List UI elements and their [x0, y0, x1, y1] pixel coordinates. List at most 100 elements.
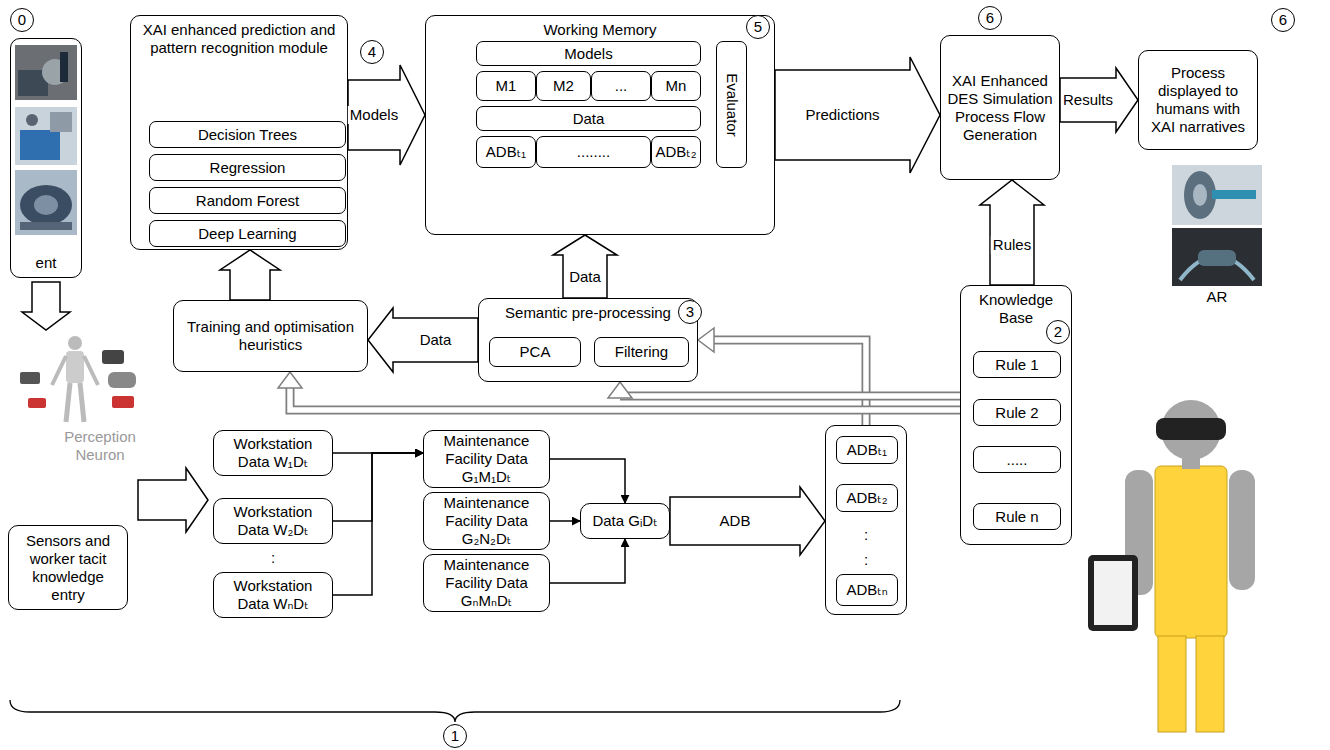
- process-box: ADBₜ₁: [476, 136, 536, 168]
- node-text: Random Forest: [196, 192, 299, 210]
- process-box: ADBₜ₁: [836, 436, 898, 464]
- node-text: Maintenance Facility Data G₂N₂Dₜ: [429, 494, 544, 548]
- edge-label: Models: [348, 106, 400, 124]
- container-box: XAI enhanced prediction and pattern reco…: [130, 15, 348, 250]
- bracket: [10, 700, 900, 722]
- process-box: Rule 2: [973, 399, 1061, 426]
- process-box: Rule 1: [973, 351, 1061, 378]
- node-text: :: [826, 551, 906, 569]
- node-text: Knowledge Base: [969, 291, 1063, 327]
- edge-label: Data: [418, 331, 454, 349]
- process-box: Random Forest: [149, 187, 346, 214]
- process-box: Training and optimisation heuristics: [173, 300, 368, 372]
- flow-arrow: [550, 521, 580, 522]
- process-box: Decision Trees: [149, 121, 346, 148]
- node-text: Mn: [666, 77, 687, 95]
- node-text: Rule 1: [995, 356, 1038, 374]
- flow-arrow: [608, 382, 960, 398]
- node-text: Filtering: [615, 343, 668, 361]
- callout-number: 3: [678, 300, 702, 324]
- flow-arrow: [980, 180, 1044, 285]
- node-text: ADBₜₙ: [846, 581, 887, 599]
- node-text: Semantic pre-processing: [487, 304, 689, 322]
- edge-label: Rules: [991, 236, 1033, 254]
- motion-capture-kit: [20, 336, 136, 422]
- callout-number: 2: [1046, 320, 1070, 344]
- flow-arrow: [348, 65, 425, 165]
- process-box: Maintenance Facility Data G₁M₁Dₜ: [423, 430, 550, 488]
- callout-number: 4: [360, 40, 384, 64]
- node-text: M2: [553, 77, 574, 95]
- database-stack: ::ADBₜ₁ADBₜ₂ADBₜₙ: [825, 425, 907, 615]
- flow-arrow: [220, 250, 280, 300]
- node-text: Data GᵢDₜ: [592, 512, 657, 530]
- edge-label: Data: [567, 268, 603, 286]
- human-figure: [1088, 400, 1255, 732]
- process-box: Filtering: [594, 337, 689, 367]
- process-box: Maintenance Facility Data GₙMₙDₜ: [423, 554, 550, 612]
- process-box: ADBₜ₂: [836, 484, 898, 512]
- process-box: PCA: [489, 337, 581, 367]
- ar-images: [1172, 165, 1262, 286]
- process-box: Process displayed to humans with XAI nar…: [1138, 50, 1258, 150]
- process-box: Workstation Data WₙDₜ: [213, 572, 333, 618]
- node-text: ADBₜ₁: [847, 441, 887, 459]
- image-panel: ent: [10, 38, 82, 278]
- node-text: Maintenance Facility Data G₁M₁Dₜ: [429, 432, 544, 486]
- node-text: ADBₜ₂: [655, 143, 696, 161]
- caption-label: :: [271, 549, 275, 567]
- process-box: Sensors and worker tacit knowledge entry: [8, 525, 128, 610]
- node-text: Models: [564, 45, 612, 63]
- node-text: M1: [496, 77, 517, 95]
- node-text: Process displayed to humans with XAI nar…: [1144, 64, 1252, 136]
- node-text: Evaluator: [723, 73, 741, 136]
- flow-arrow: [775, 57, 940, 173]
- node-text: Deep Learning: [198, 225, 296, 243]
- process-box: .....: [973, 446, 1061, 473]
- process-box: M2: [536, 71, 591, 101]
- flow-arrow: [1060, 68, 1138, 132]
- process-box: M1: [476, 71, 536, 101]
- workshop-photos: [15, 45, 77, 235]
- flow-arrow: [670, 487, 825, 555]
- rotated-box: Evaluator: [716, 41, 747, 168]
- node-text: Data: [573, 110, 605, 128]
- node-text: ADBₜ₁: [486, 143, 526, 161]
- flow-arrow: [550, 539, 625, 583]
- process-box: Workstation Data W₂Dₜ: [213, 498, 333, 544]
- node-text: ........: [577, 143, 610, 161]
- node-text: Rule n: [995, 508, 1038, 526]
- container-box: Semantic pre-processingPCA Filtering: [478, 298, 698, 382]
- process-box: ADBₜₙ: [836, 574, 898, 606]
- flow-arrow: [550, 459, 625, 503]
- process-box: ADBₜ₂: [651, 136, 701, 168]
- node-text: Workstation Data WₙDₜ: [219, 577, 327, 613]
- process-box: Data: [476, 106, 701, 131]
- edge-label: Predictions: [803, 106, 881, 124]
- node-text: Rule 2: [995, 404, 1038, 422]
- container-box: Working MemoryModelsM1 M2... MnDataADBₜ₁..…: [425, 15, 775, 235]
- process-box: Mn: [651, 71, 701, 101]
- node-text: .....: [1007, 451, 1028, 469]
- edge-label: ADB: [718, 512, 753, 530]
- node-text: XAI Enhanced DES Simulation Process Flow…: [946, 72, 1054, 144]
- flow-arrow: [333, 453, 423, 521]
- caption-label: Perception Neuron: [57, 428, 143, 464]
- node-text: ...: [615, 77, 628, 95]
- flow-arrow: [333, 453, 423, 595]
- edge-label: Results: [1061, 91, 1115, 109]
- process-box: XAI Enhanced DES Simulation Process Flow…: [940, 35, 1060, 180]
- process-box: ...: [591, 71, 651, 101]
- node-text: XAI enhanced prediction and pattern reco…: [139, 21, 339, 57]
- flow-arrow: [368, 308, 478, 372]
- process-box: Data GᵢDₜ: [580, 503, 670, 539]
- node-text: Workstation Data W₂Dₜ: [219, 503, 327, 539]
- node-text: Workstation Data W₁Dₜ: [219, 435, 327, 471]
- node-text: Working Memory: [434, 21, 766, 39]
- node-text: Sensors and worker tacit knowledge entry: [14, 532, 122, 604]
- process-box: Deep Learning: [149, 220, 346, 247]
- callout-number: 6: [1271, 8, 1295, 32]
- callout-number: 6: [978, 6, 1002, 30]
- node-text: ADBₜ₂: [846, 489, 887, 507]
- process-box: ........: [536, 136, 651, 168]
